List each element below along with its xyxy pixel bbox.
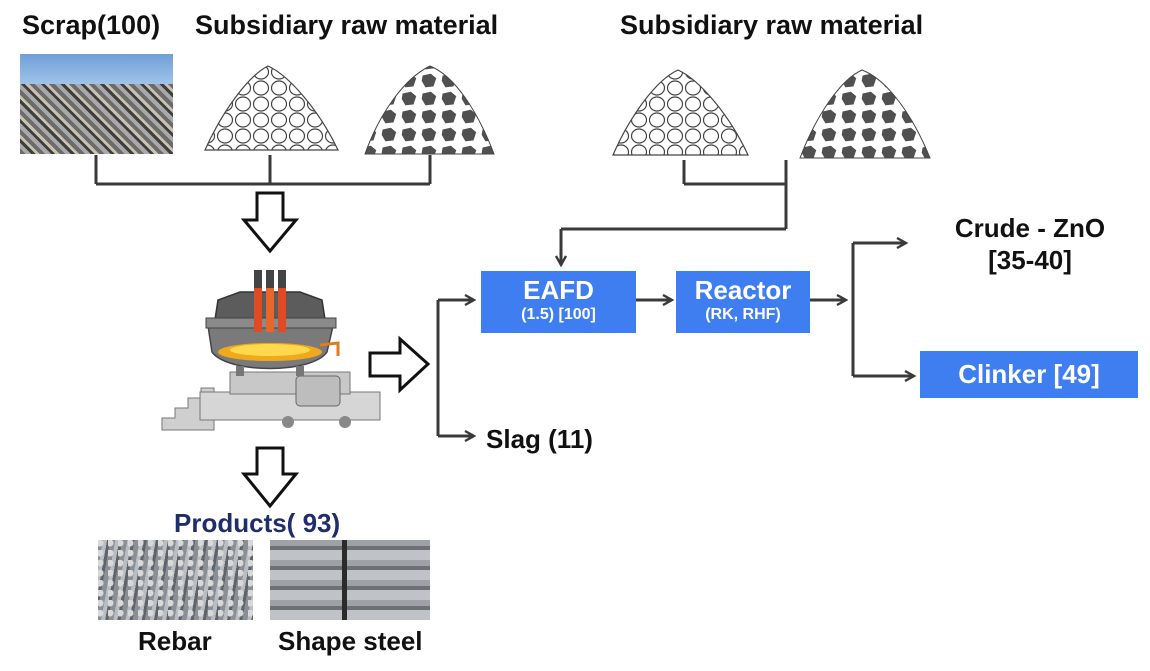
eafd-subtitle: (1.5) [100] [521, 306, 596, 323]
reactor-subtitle: (RK, RHF) [705, 306, 781, 323]
coal-pile-icon [364, 65, 495, 155]
eafd-title: EAFD [523, 275, 594, 305]
coal-pile-icon [799, 69, 931, 159]
furnace-output-split [436, 300, 474, 436]
crude-zno-name: Crude - ZnO [954, 213, 1106, 243]
hollow-right-arrow-icon [368, 335, 431, 394]
rebar-label: Rebar [138, 626, 212, 656]
scrap-pile-photo [20, 54, 173, 154]
subsidiary-raw-material-right-label: Subsidiary raw material [620, 10, 924, 40]
subsidiary-raw-material-left-label: Subsidiary raw material [195, 10, 499, 40]
rebar-photo [98, 540, 253, 620]
clinker-box: Clinker [49] [920, 351, 1138, 398]
scrap-label: Scrap(100) [22, 10, 161, 40]
reactor-output-split [810, 243, 914, 376]
slag-label: Slag (11) [486, 424, 593, 454]
electric-arc-furnace-icon [161, 270, 381, 431]
hollow-down-arrow-icon [240, 191, 300, 254]
crude-zno-label: Crude - ZnO [35-40] [930, 212, 1130, 276]
clinker-title: Clinker [49] [958, 359, 1100, 389]
reactor-title: Reactor [694, 275, 792, 305]
reactor-box: Reactor (RK, RHF) [676, 271, 810, 333]
shape-steel-label: Shape steel [278, 626, 423, 656]
right-input-bracket [561, 160, 788, 265]
crude-zno-value: [35-40] [988, 245, 1072, 275]
eafd-box: EAFD (1.5) [100] [481, 271, 636, 333]
limestone-pile-icon [204, 65, 339, 151]
shape-steel-photo [270, 540, 430, 620]
limestone-pile-icon [612, 69, 749, 156]
left-input-bracket [94, 155, 432, 186]
hollow-down-arrow-icon [240, 446, 300, 509]
products-label: Products( 93) [174, 508, 341, 538]
